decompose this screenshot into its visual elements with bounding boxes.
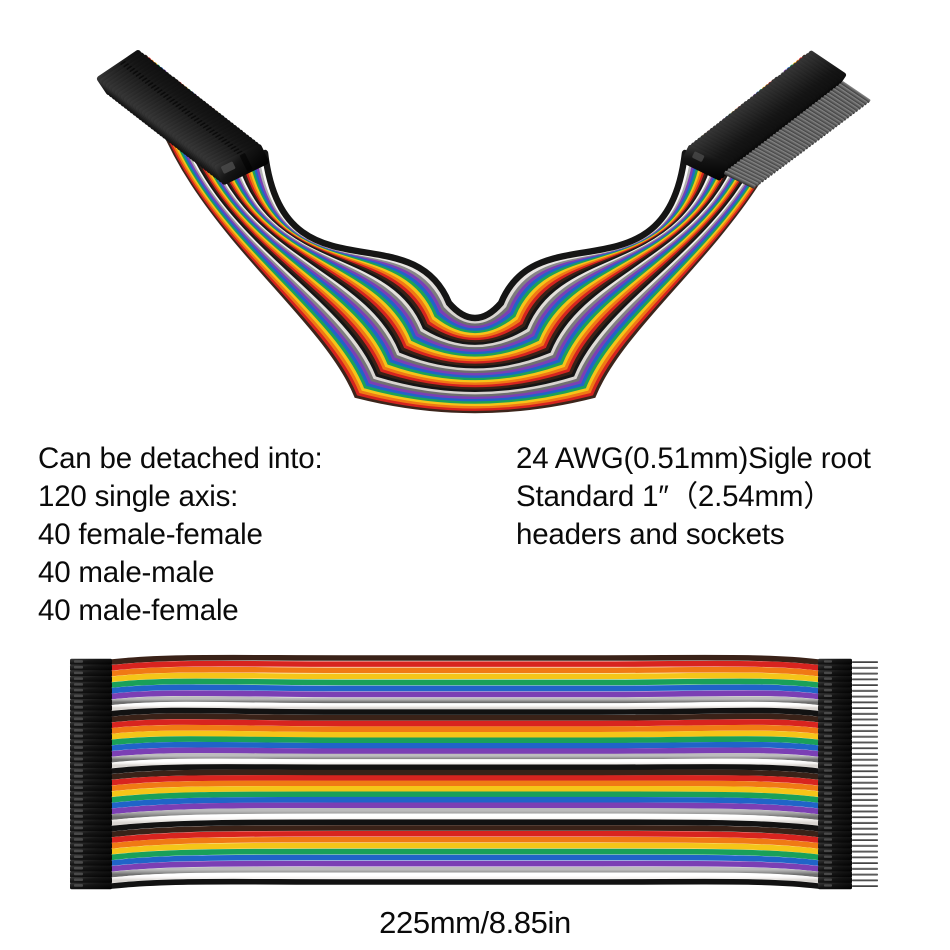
detach-line-3: 40 female-female — [38, 518, 263, 551]
male-pin-cluster-top — [681, 50, 871, 189]
spec-line-1: 24 AWG(0.51mm)Sigle root — [516, 442, 871, 475]
detach-line-5: 40 male-female — [38, 594, 239, 627]
wire-strands — [141, 54, 809, 414]
female-socket-cluster-bottom — [70, 658, 112, 890]
female-socket-cluster-top — [96, 50, 269, 185]
spec-info-text: 24 AWG(0.51mm)Sigle root Standard 1″（2.5… — [516, 440, 871, 554]
spec-line-2: Standard 1″（2.54mm） — [516, 480, 833, 513]
detach-info-text: Can be detached into: 120 single axis: 4… — [38, 440, 323, 630]
top-bundle-illustration — [96, 50, 871, 414]
top-jumper-wire-photo — [0, 0, 950, 415]
bottom-ribbon-illustration — [70, 654, 878, 890]
wire-strands — [109, 654, 821, 889]
detach-line-2: 120 single axis: — [38, 480, 239, 513]
male-pin-cluster-bottom — [818, 658, 878, 890]
dimension-label: 225mm/8.85in — [379, 905, 571, 940]
spec-line-3: headers and sockets — [516, 518, 785, 551]
detach-line-1: Can be detached into: — [38, 442, 323, 475]
detach-line-4: 40 male-male — [38, 556, 215, 589]
bottom-jumper-wire-photo — [0, 640, 950, 890]
